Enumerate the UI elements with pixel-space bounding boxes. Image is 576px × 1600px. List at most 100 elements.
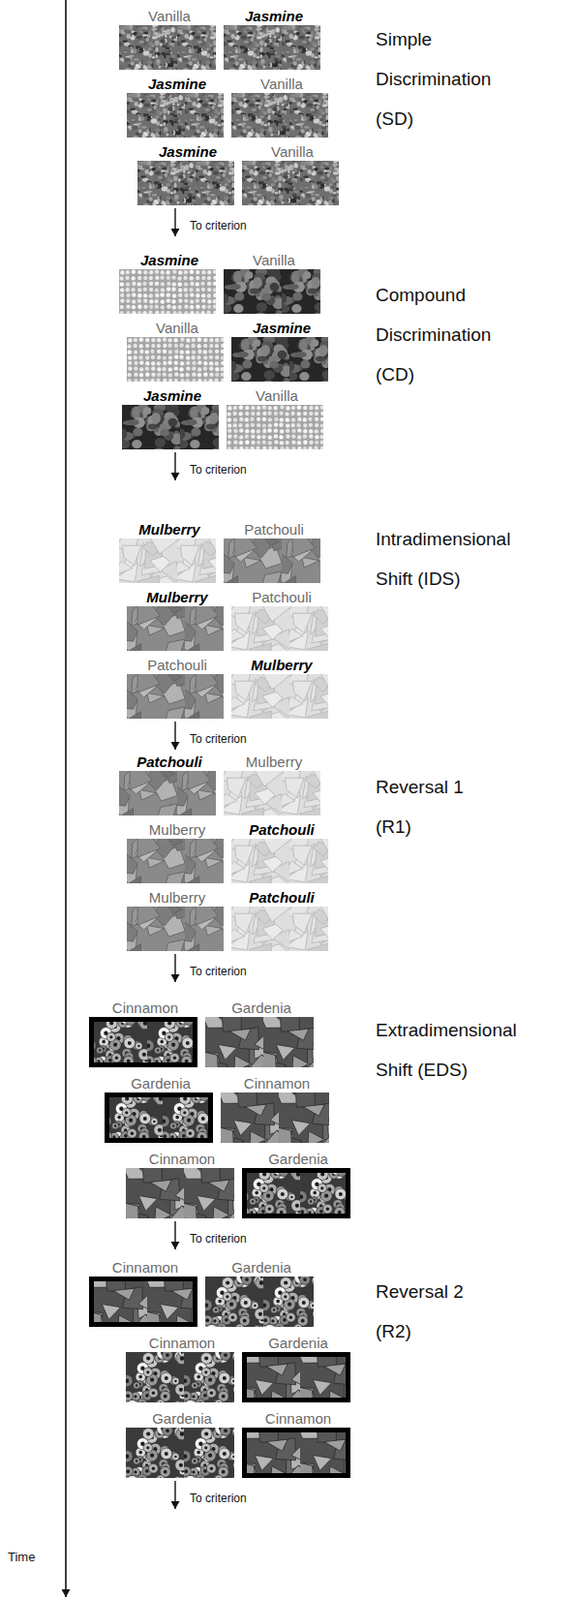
stimulus-box: Vanilla <box>119 7 220 70</box>
criterion-label: To criterion <box>189 218 247 233</box>
stimulus-box: Mulberry <box>126 820 228 883</box>
stimulus-box: Cinnamon <box>89 999 202 1067</box>
stimulus-box: Gardenia <box>242 1150 355 1218</box>
texture-image <box>119 25 216 70</box>
stimulus-box: Patchouli <box>126 656 228 719</box>
criterion-label: To criterion <box>189 731 247 746</box>
odor-label: Jasmine <box>231 319 333 337</box>
odor-label: Vanilla <box>126 319 228 337</box>
odor-label: Patchouli <box>231 820 333 839</box>
odor-label: Vanilla <box>231 75 333 93</box>
stimulus-box: Cinnamon <box>220 1074 334 1143</box>
texture-image <box>125 1351 235 1402</box>
texture-image <box>89 1275 198 1327</box>
stimulus-box: Mulberry <box>119 520 220 583</box>
texture-image <box>231 92 329 138</box>
texture-fill <box>231 838 329 883</box>
texture-fill <box>231 92 329 138</box>
odor-label: Vanilla <box>226 387 328 405</box>
odor-label: Mulberry <box>126 820 228 839</box>
texture-image <box>126 336 224 382</box>
stimulus-box: Vanilla <box>226 387 328 450</box>
criterion-arrow <box>174 953 176 982</box>
texture-fill <box>126 906 224 951</box>
criterion-arrow <box>174 1480 176 1509</box>
stage-label: Simple Discrimination (SD) <box>375 19 491 139</box>
stage-label: Extradimensional Shift (EDS) <box>375 1009 517 1090</box>
texture-image <box>121 404 219 450</box>
texture-image <box>125 1426 235 1478</box>
texture-fill <box>119 770 216 816</box>
odor-label: Patchouli <box>119 753 220 771</box>
texture-fill <box>125 1351 235 1402</box>
odor-label: Mulberry <box>223 753 325 771</box>
stage-label: Compound Discrimination (CD) <box>375 274 491 395</box>
stimulus-box: Cinnamon <box>89 1258 202 1327</box>
time-axis <box>64 0 67 1597</box>
stimulus-box: Vanilla <box>231 75 333 138</box>
texture-image <box>125 1167 235 1218</box>
stimulus-box: Mulberry <box>223 753 325 816</box>
odor-label: Patchouli <box>126 656 228 674</box>
texture-fill <box>119 538 216 583</box>
stimulus-box: Patchouli <box>119 753 220 816</box>
odor-label: Mulberry <box>119 520 220 539</box>
odor-label: Patchouli <box>223 520 325 539</box>
texture-fill <box>205 1275 314 1327</box>
stimulus-box: Vanilla <box>242 143 343 206</box>
texture-fill <box>119 25 216 70</box>
texture-fill <box>126 92 224 138</box>
texture-fill <box>226 404 324 450</box>
image-frame <box>244 1429 349 1476</box>
odor-label: Gardenia <box>205 999 318 1017</box>
odor-label: Jasmine <box>137 143 239 161</box>
texture-image <box>231 838 329 883</box>
texture-image <box>242 1167 351 1218</box>
odor-label: Cinnamon <box>125 1150 239 1168</box>
criterion-arrow <box>174 452 176 481</box>
texture-fill <box>126 838 224 883</box>
odor-label: Gardenia <box>125 1409 239 1427</box>
stimulus-box: Gardenia <box>104 1074 217 1143</box>
odor-label: Jasmine <box>126 75 228 93</box>
texture-image <box>220 1091 330 1143</box>
texture-image <box>242 160 339 206</box>
texture-fill <box>231 606 329 651</box>
texture-image <box>205 1275 314 1327</box>
stimulus-box: Patchouli <box>231 888 333 951</box>
texture-fill <box>137 160 235 206</box>
texture-image <box>226 404 324 450</box>
stimulus-box: Cinnamon <box>125 1333 239 1402</box>
texture-image <box>223 25 321 70</box>
stimulus-box: Cinnamon <box>242 1409 355 1478</box>
texture-image <box>231 906 329 951</box>
criterion-arrow <box>174 208 176 237</box>
stimulus-box: Cinnamon <box>125 1150 239 1218</box>
stimulus-box: Vanilla <box>223 251 325 314</box>
texture-fill <box>242 1426 351 1478</box>
texture-image <box>223 269 321 314</box>
criterion-label: To criterion <box>189 1490 247 1505</box>
stimulus-box: Jasmine <box>231 319 333 382</box>
texture-image <box>231 673 329 719</box>
time-label: Time <box>7 1548 35 1564</box>
stimulus-box: Mulberry <box>231 656 333 719</box>
stimulus-box: Patchouli <box>223 520 325 583</box>
stimulus-box: Vanilla <box>126 319 228 382</box>
texture-fill <box>121 404 219 450</box>
criterion-label: To criterion <box>189 1231 247 1245</box>
texture-fill <box>223 770 321 816</box>
texture-fill <box>242 160 339 206</box>
stimulus-box: Patchouli <box>231 820 333 883</box>
stimulus-box: Gardenia <box>242 1333 355 1402</box>
texture-image <box>126 906 224 951</box>
texture-image <box>137 160 235 206</box>
texture-fill <box>220 1091 330 1143</box>
odor-label: Jasmine <box>223 7 325 26</box>
texture-fill <box>223 269 321 314</box>
odor-label: Jasmine <box>121 387 223 405</box>
criterion-arrow <box>174 721 176 750</box>
texture-image <box>231 336 329 382</box>
texture-image <box>89 1016 198 1067</box>
